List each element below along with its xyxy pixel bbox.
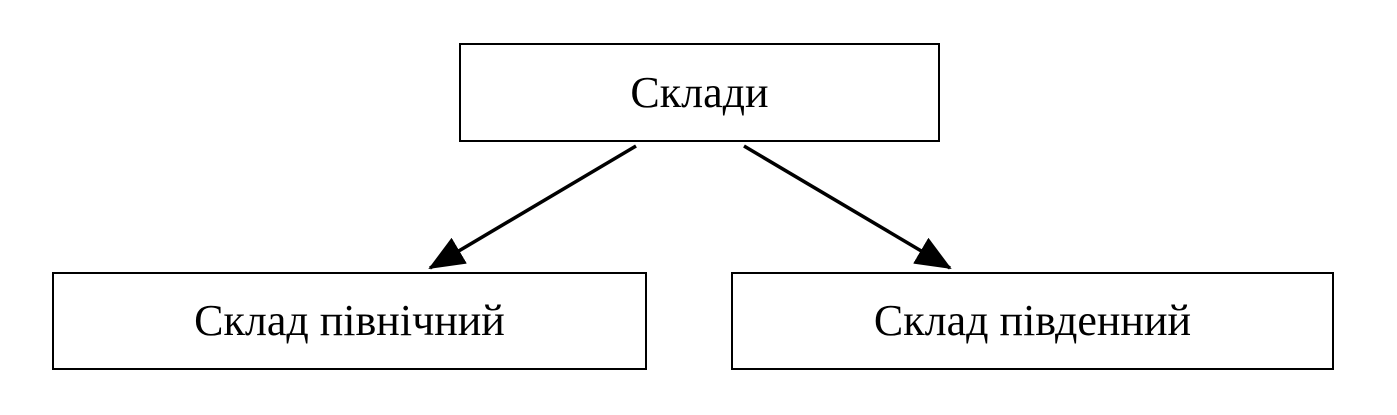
arrow-root-to-south <box>743 144 952 270</box>
south-warehouse-label: Склад південний <box>873 296 1192 345</box>
root-node-label: Склади <box>630 67 769 117</box>
south-warehouse-node: Склад південний <box>731 272 1334 370</box>
root-node: Склади <box>459 43 940 142</box>
north-warehouse-label: Склад північний <box>194 296 505 345</box>
north-warehouse-node: Склад північний <box>52 272 647 370</box>
arrow-root-to-north <box>428 144 637 270</box>
